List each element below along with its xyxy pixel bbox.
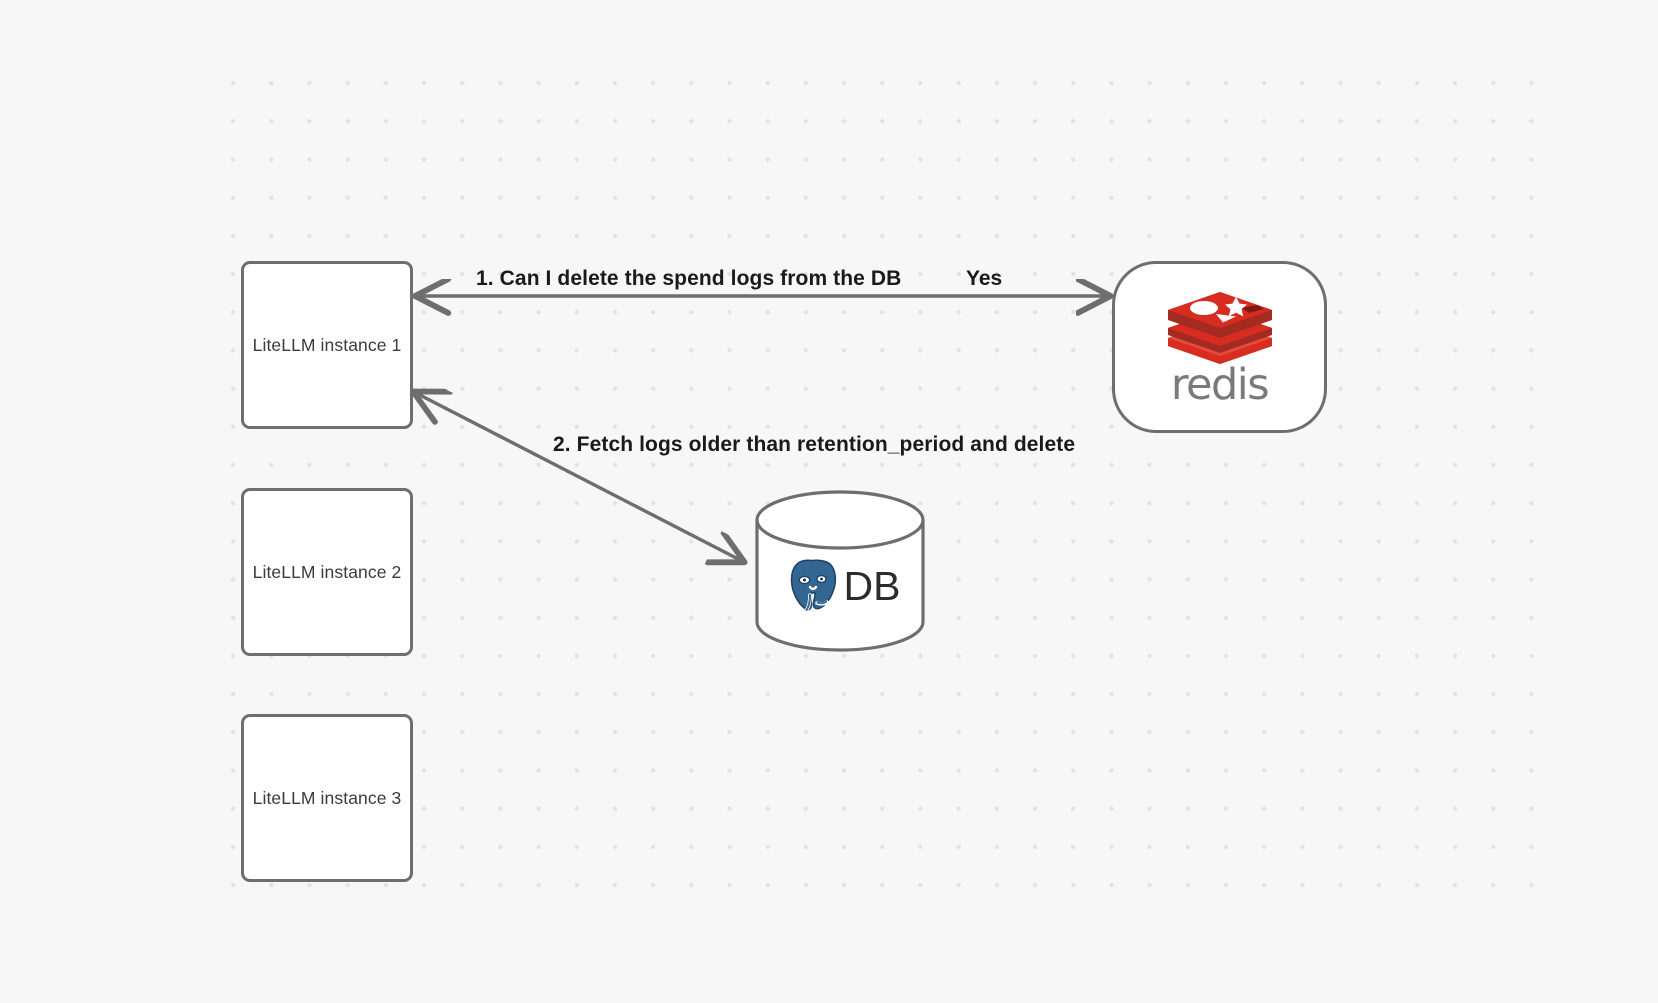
edge-label-yes: Yes bbox=[966, 267, 1003, 290]
cylinder-shape bbox=[755, 490, 925, 652]
postgresql-elephant-icon bbox=[780, 553, 846, 619]
edge-llm1-db bbox=[414, 392, 744, 562]
node-label: LiteLLM instance 3 bbox=[252, 787, 402, 808]
redis-wordmark: redis bbox=[1170, 359, 1270, 410]
node-database[interactable]: DB bbox=[754, 489, 926, 653]
node-litellm-instance-3[interactable]: LiteLLM instance 3 bbox=[241, 714, 413, 882]
edge-label-step-2: 2. Fetch logs older than retention_perio… bbox=[553, 433, 1076, 456]
node-redis[interactable]: redis bbox=[1112, 261, 1327, 433]
node-label: LiteLLM instance 1 bbox=[252, 334, 402, 355]
edge-label-step-1: 1. Can I delete the spend logs from the … bbox=[476, 267, 902, 290]
node-litellm-instance-2[interactable]: LiteLLM instance 2 bbox=[241, 488, 413, 656]
db-label: DB bbox=[843, 562, 901, 609]
node-litellm-instance-1[interactable]: LiteLLM instance 1 bbox=[241, 261, 413, 429]
redis-logo-icon bbox=[1164, 288, 1276, 366]
node-label: LiteLLM instance 2 bbox=[252, 561, 402, 582]
